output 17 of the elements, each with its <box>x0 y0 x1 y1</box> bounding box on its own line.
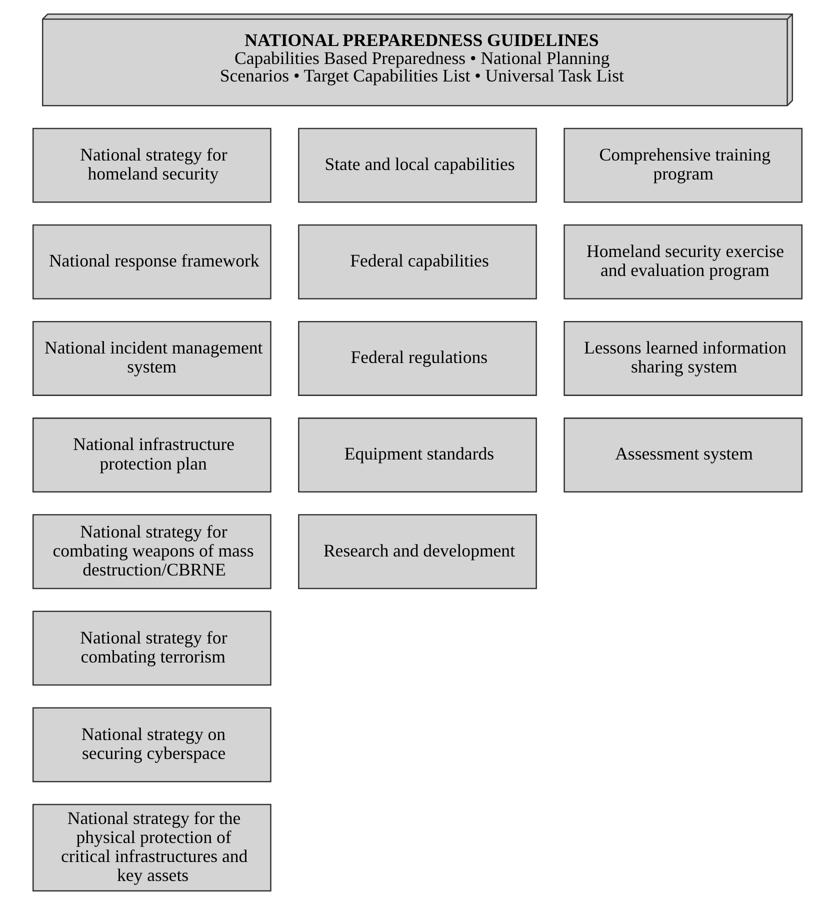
node-box: Federal regulations <box>298 320 536 396</box>
node-box: National strategy for combating terrorism <box>32 610 271 686</box>
node-box: Research and development <box>298 514 536 589</box>
node-box: Assessment system <box>563 417 802 492</box>
node-box: National strategy for the physical protection of critical infrastructures and key assets <box>32 803 271 892</box>
node-box: National strategy for homeland security <box>32 127 271 202</box>
node-box: National response framework <box>32 224 271 299</box>
node-box: National strategy for combating weapons of mass destruction/CBRNE <box>32 514 271 589</box>
node-box: State and local capabilities <box>298 127 536 202</box>
node-box: Lessons learned information sharing system <box>563 320 802 396</box>
node-box: National infrastructure protection plan <box>32 417 271 492</box>
node-box: Comprehensive training program <box>563 127 802 202</box>
node-box: National strategy on securing cyberspace <box>32 706 271 782</box>
node-box: Equipment standards <box>298 417 536 492</box>
node-box: National incident management system <box>32 320 271 396</box>
node-box: Homeland security exercise and evaluation program <box>563 224 802 299</box>
node-box: Federal capabilities <box>298 224 536 299</box>
